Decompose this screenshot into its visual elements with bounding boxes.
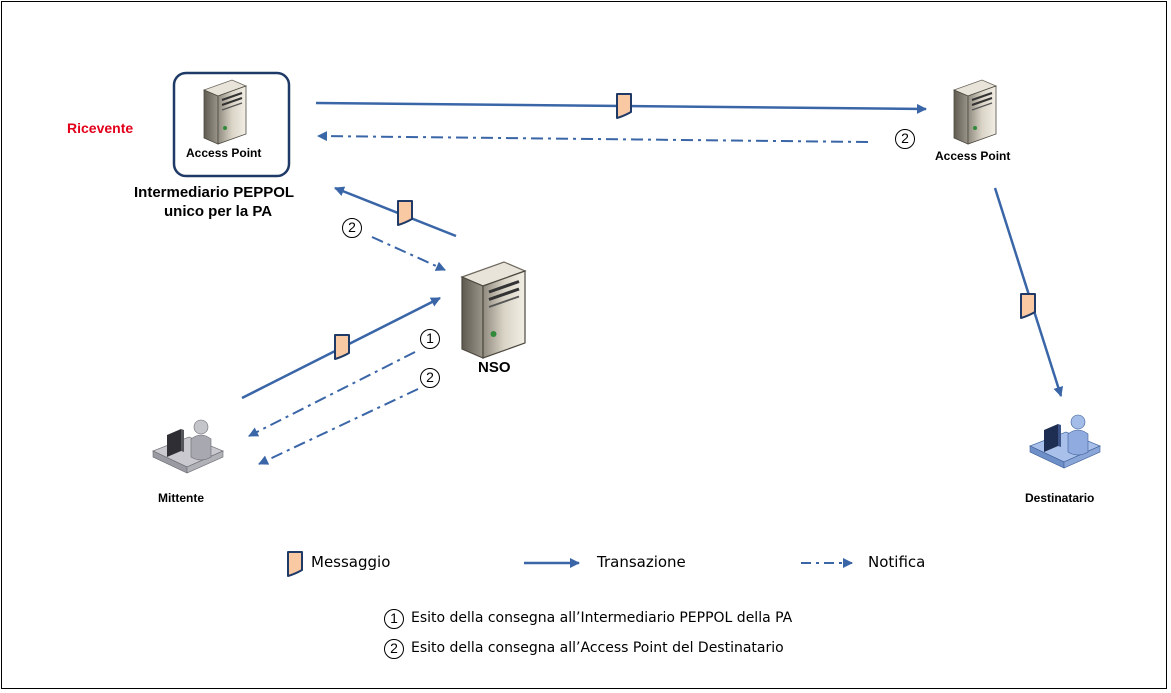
recipient-label: Destinatario xyxy=(1025,491,1095,505)
notification-arrow xyxy=(317,131,869,143)
note-text-two: Esito della consegna all’Access Point de… xyxy=(411,640,784,656)
access-point-left-label: Access Point xyxy=(186,146,262,160)
note-text-one: Esito della consegna all’Intermediario P… xyxy=(411,610,793,626)
user-workstation-icon xyxy=(152,419,224,474)
server-icon xyxy=(460,260,527,360)
legend-transaction-label: Transazione xyxy=(597,553,686,571)
transaction-arrow xyxy=(993,187,1064,397)
server-icon xyxy=(953,79,997,145)
notification-arrow xyxy=(258,388,419,465)
transaction-arrow xyxy=(334,186,457,238)
notification-arrow xyxy=(248,351,416,437)
user-workstation-icon xyxy=(1029,414,1101,469)
message-icon xyxy=(397,200,413,226)
marker-two: 2 xyxy=(342,218,362,238)
marker-one: 1 xyxy=(420,329,440,349)
marker-two: 2 xyxy=(895,129,915,149)
message-icon xyxy=(287,551,303,577)
intermediary-box xyxy=(172,71,291,178)
notification-arrow xyxy=(371,236,446,271)
message-icon xyxy=(616,93,632,119)
message-icon xyxy=(334,334,350,360)
server-icon xyxy=(203,79,247,145)
sender-label: Mittente xyxy=(158,491,204,505)
receiver-role-label: Ricevente xyxy=(67,120,134,136)
marker-two: 2 xyxy=(420,368,440,388)
intermediary-label-line2: unico per la PA xyxy=(164,203,273,220)
nso-label: NSO xyxy=(478,359,511,376)
intermediary-label-line1: Intermediario PEPPOL xyxy=(134,184,295,201)
note-marker-one: 1 xyxy=(384,609,404,629)
message-icon xyxy=(1020,293,1036,319)
legend-message-label: Messaggio xyxy=(311,553,391,571)
access-point-right-label: Access Point xyxy=(935,149,1011,163)
note-marker-two: 2 xyxy=(384,639,404,659)
legend-notification-label: Notifica xyxy=(868,553,926,571)
